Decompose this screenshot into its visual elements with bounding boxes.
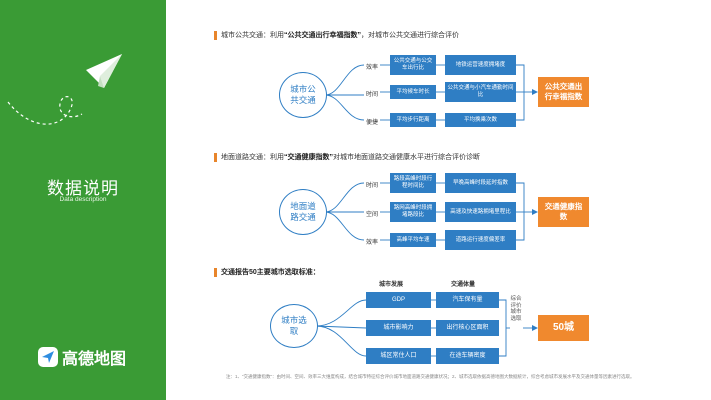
criteria-box: 城区常住人口: [366, 348, 431, 364]
criteria-box: 汽车保有量: [436, 292, 499, 308]
vertical-label: 综合评价城市选取: [510, 296, 522, 322]
result-box: 交通健康指数: [538, 197, 589, 227]
metric-box: 高峰平均车速: [390, 233, 436, 247]
brand-name: 高德地图: [62, 351, 127, 368]
section2-heading: 地面道路交通：利用 “交通健康指数” 对城市地面道路交通健康水平进行综合评价诊断: [214, 152, 480, 162]
metric-box: 路段高峰时段行程时间比: [390, 173, 436, 193]
param-label: 时间: [366, 92, 379, 98]
connector-lines: [315, 64, 538, 357]
param-label: 效率: [366, 65, 379, 71]
metric-box: 平均步行距离: [390, 113, 436, 127]
metric-box: 早晚高峰时段延时指数: [445, 173, 516, 193]
heading-accent-bar: [214, 267, 217, 277]
city-selection-circle: 城市选取: [270, 304, 318, 348]
metric-box: 道路运行速度偏差率: [445, 230, 516, 250]
heading-accent-bar: [214, 152, 217, 162]
param-label: 便捷: [366, 120, 379, 126]
param-label: 效率: [366, 240, 379, 246]
column-header: 交通体量: [451, 282, 476, 288]
section3-heading: 交通报告50主要城市选取标准：: [214, 267, 320, 277]
sidebar-panel: 数据说明 Data description 高德地图: [0, 0, 166, 400]
criteria-box: 出行核心区面积: [436, 320, 499, 336]
road-traffic-circle: 地面道路交通: [279, 189, 327, 235]
result-box: 公共交通出行幸福指数: [538, 77, 589, 107]
sidebar-title: 数据说明: [47, 179, 119, 198]
param-label: 时间: [366, 183, 379, 189]
metric-box: 公共交通与小汽车通勤时间比: [445, 82, 516, 102]
heading-accent-bar: [214, 30, 217, 40]
criteria-box: GDP: [366, 292, 431, 308]
brand-logo: 高德地图: [38, 345, 126, 369]
criteria-box: 在途车辆密度: [436, 348, 499, 364]
metric-box: 地铁运营速度拥堵度: [445, 55, 516, 75]
public-transport-circle: 城市公共交通: [279, 72, 327, 118]
footnote: 注：1、“交通健康指数”：由时间、空间、效率三大维度构成，结合城市特征综合评价城…: [226, 374, 635, 379]
sidebar-subtitle: Data description: [59, 196, 107, 203]
metric-box: 平均候车时长: [390, 85, 436, 99]
criteria-box: 城市影响力: [366, 320, 431, 336]
result-box: 50城: [538, 315, 589, 341]
paper-plane-icon: [7, 54, 122, 125]
metric-box: 公共交通与公交车出行比: [390, 55, 436, 75]
metric-box: 平均换乘次数: [445, 113, 516, 127]
param-label: 空间: [366, 212, 379, 218]
column-header: 城市发展: [379, 282, 404, 288]
main-content: 城市公共交通：利用 “公共交通出行幸福指数” ，对城市公共交通进行综合评价 城市…: [166, 0, 711, 400]
section1-heading: 城市公共交通：利用 “公共交通出行幸福指数” ，对城市公共交通进行综合评价: [214, 30, 459, 40]
metric-box: 路网高峰时段拥堵路段比: [390, 202, 436, 222]
amap-logo-icon: [38, 347, 58, 367]
metric-box: 高速及快速路拥堵里程比: [445, 202, 516, 222]
